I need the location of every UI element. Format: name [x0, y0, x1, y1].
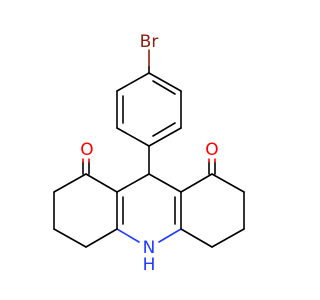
ring-bond [211, 173, 245, 193]
ring-bond [116, 173, 150, 193]
ring-bond [116, 72, 150, 92]
ring-bond [148, 72, 182, 92]
ring-bond [53, 173, 87, 193]
ring-bond [180, 228, 213, 248]
ring-bond [53, 228, 87, 248]
ring-bond-n [116, 228, 140, 243]
ring-bond [85, 228, 118, 248]
right-cyclohexanone-ring [180, 158, 245, 248]
nitrogen-atom-label: N [143, 238, 156, 258]
ring-bond [116, 127, 150, 147]
central-ring [116, 173, 182, 243]
chemical-structure-diagram: Br O O N H [53, 32, 245, 275]
ring-bond [85, 173, 118, 193]
ring-bond-n [158, 228, 182, 243]
oxygen-left-atom-label: O [80, 140, 93, 160]
oxygen-right-atom-label: O [205, 140, 218, 160]
ring-bond [211, 228, 245, 248]
aromatic-double-bond [152, 122, 176, 137]
ring-bond [148, 173, 182, 193]
hydrogen-atom-label: H [143, 255, 156, 275]
bromophenyl-group [116, 49, 182, 147]
aromatic-double-bond [152, 80, 176, 95]
bromine-atom-label: Br [140, 32, 159, 52]
left-cyclohexanone-ring [53, 158, 118, 248]
ring-bond [180, 173, 213, 193]
ring-bond [148, 127, 182, 147]
